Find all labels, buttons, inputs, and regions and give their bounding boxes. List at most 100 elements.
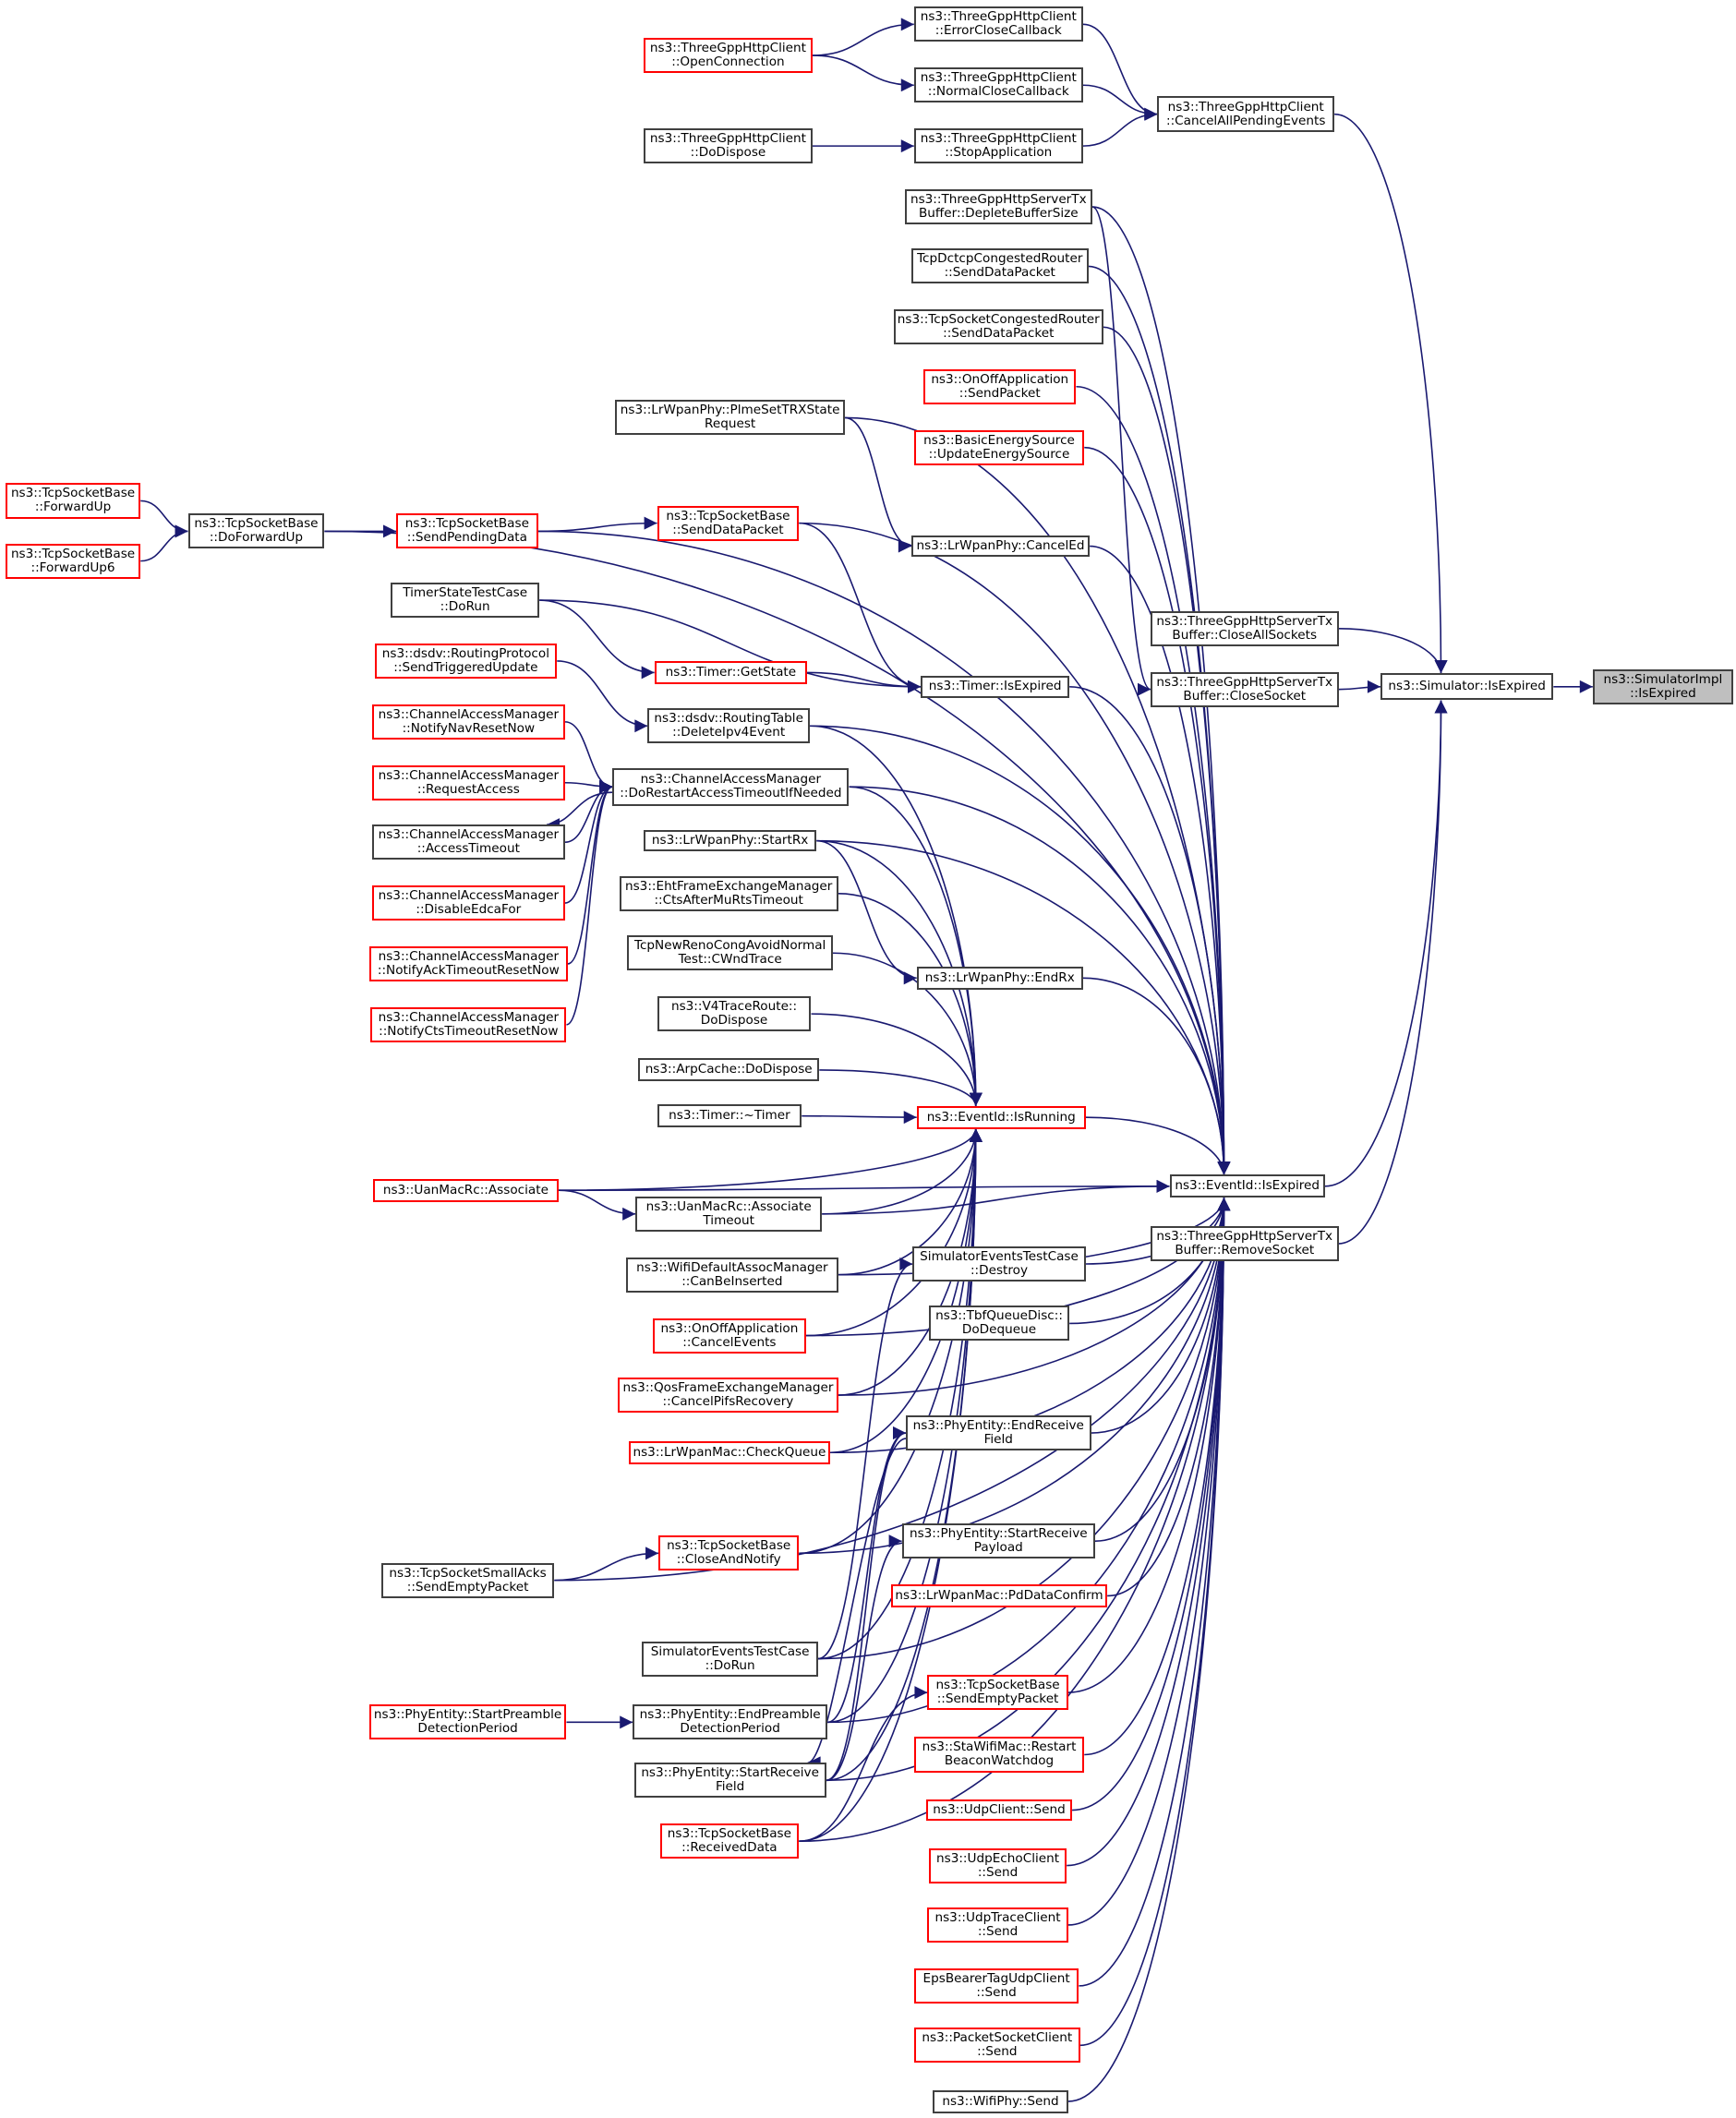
node-timer-dtor[interactable]: ns3::Timer::~Timer bbox=[657, 1104, 802, 1128]
node-label-line: ::DeleteIpv4Event bbox=[672, 725, 786, 740]
node-label-line: ns3::Timer::IsExpired bbox=[928, 679, 1062, 694]
node-arpcache-dispose[interactable]: ns3::ArpCache::DoDispose bbox=[638, 1058, 820, 1082]
node-label: ns3::ChannelAccessManager::NotifyNavRese… bbox=[378, 706, 560, 736]
edge-wifi_caninsert-to-eventid_isrunning bbox=[838, 1128, 983, 1276]
node-timerstate-dorun[interactable]: TimerStateTestCase::DoRun bbox=[391, 583, 540, 619]
node-qos-cancelpifs[interactable]: ns3::QosFrameExchangeManager::CancelPifs… bbox=[618, 1377, 838, 1414]
node-wifi-caninsert[interactable]: ns3::WifiDefaultAssocManager::CanBeInser… bbox=[625, 1257, 838, 1293]
node-label-line: ns3::PhyEntity::StartReceive bbox=[909, 1526, 1088, 1542]
node-udpclient-send[interactable]: ns3::UdpClient::Send bbox=[925, 1799, 1073, 1822]
node-cancelallpending[interactable]: ns3::ThreeGppHttpClient::CancelAllPendin… bbox=[1157, 95, 1335, 133]
node-label-line: ns3::ThreeGppHttpClient bbox=[920, 131, 1077, 147]
edge-phy_endrecvfield-to-phy_startrecvfield bbox=[807, 1438, 907, 1770]
node-lrwpanmac-checkqueue[interactable]: ns3::LrWpanMac::CheckQueue bbox=[628, 1440, 830, 1464]
node-errorclose[interactable]: ns3::ThreeGppHttpClient::ErrorCloseCallb… bbox=[913, 6, 1083, 42]
node-label-line: ns3::TcpSocketBase bbox=[10, 546, 136, 561]
node-v4trace-dispose[interactable]: ns3::V4TraceRoute::DoDispose bbox=[657, 996, 812, 1032]
node-udpecho-send[interactable]: ns3::UdpEchoClient::Send bbox=[928, 1847, 1067, 1883]
node-canceled[interactable]: ns3::LrWpanPhy::CancelEd bbox=[910, 535, 1091, 558]
node-smallacks-sendempty[interactable]: ns3::TcpSocketSmallAcks::SendEmptyPacket bbox=[380, 1562, 555, 1598]
node-timer-isexpired[interactable]: ns3::Timer::IsExpired bbox=[921, 676, 1070, 698]
node-cam-disableedca[interactable]: ns3::ChannelAccessManager::DisableEdcaFo… bbox=[371, 885, 566, 921]
node-stopapp[interactable]: ns3::ThreeGppHttpClient::StopApplication bbox=[913, 128, 1083, 164]
node-label-line: DoDequeue bbox=[961, 1322, 1037, 1338]
node-tcp-senddata[interactable]: ns3::TcpSocketBase::SendDataPacket bbox=[657, 505, 800, 541]
node-label: ns3::ChannelAccessManager::RequestAccess bbox=[379, 768, 559, 797]
node-dctcp-send[interactable]: TcpDctcpCongestedRouter::SendDataPacket bbox=[910, 248, 1089, 284]
node-energy-update[interactable]: ns3::BasicEnergySource::UpdateEnergySour… bbox=[913, 429, 1085, 465]
node-tcp-closenotify[interactable]: ns3::TcpSocketBase::CloseAndNotify bbox=[658, 1535, 800, 1571]
node-eht-cts[interactable]: ns3::EhtFrameExchangeManager::CtsAfterMu… bbox=[619, 875, 838, 911]
node-sendpending[interactable]: ns3::TcpSocketBase::SendPendingData bbox=[396, 513, 538, 549]
node-tcp-sendempty[interactable]: ns3::TcpSocketBase::SendEmptyPacket bbox=[927, 1675, 1068, 1711]
node-label-line: ns3::ChannelAccessManager bbox=[378, 827, 560, 843]
node-doforwardup[interactable]: ns3::TcpSocketBase::DoForwardUp bbox=[187, 513, 325, 549]
node-label: ns3::TcpSocketBase::DoForwardUp bbox=[194, 517, 318, 545]
node-simevents-dorun[interactable]: SimulatorEventsTestCase::DoRun bbox=[642, 1641, 818, 1677]
node-label-line: ::CancelPifsRecovery bbox=[662, 1394, 794, 1410]
node-label-line: ns3::UdpTraceClient bbox=[934, 1909, 1061, 1925]
edge-timerstate_dorun-to-timer_isexpired bbox=[539, 599, 922, 693]
node-dodispose-http[interactable]: ns3::ThreeGppHttpClient::DoDispose bbox=[643, 128, 813, 164]
node-timer-getstate[interactable]: ns3::Timer::GetState bbox=[654, 660, 808, 684]
node-label-line: ns3::ChannelAccessManager bbox=[378, 706, 560, 722]
node-tcpcong-send[interactable]: ns3::TcpSocketCongestedRouter::SendDataP… bbox=[893, 309, 1103, 345]
node-cam-ctsreset[interactable]: ns3::ChannelAccessManager::NotifyCtsTime… bbox=[370, 1006, 567, 1042]
node-label-line: ns3::ChannelAccessManager bbox=[378, 888, 560, 904]
node-uan-associate[interactable]: ns3::UanMacRc::Associate bbox=[373, 1178, 559, 1202]
node-cam-ackreset[interactable]: ns3::ChannelAccessManager::NotifyAckTime… bbox=[368, 945, 568, 981]
node-dsdv-sendtrig[interactable]: ns3::dsdv::RoutingProtocol::SendTriggere… bbox=[374, 643, 558, 679]
node-packetsocket-send[interactable]: ns3::PacketSocketClient::Send bbox=[913, 2028, 1080, 2064]
node-label-line: ::DoRun bbox=[440, 599, 490, 615]
node-forwardup6[interactable]: ns3::TcpSocketBase::ForwardUp6 bbox=[5, 543, 141, 579]
node-tbf-dequeue[interactable]: ns3::TbfQueueDisc::DoDequeue bbox=[928, 1306, 1070, 1342]
node-lrwpanmac-pddata[interactable]: ns3::LrWpanMac::PdDataConfirm bbox=[890, 1584, 1108, 1607]
node-label-line: ns3::ThreeGppHttpClient bbox=[649, 41, 806, 56]
node-label-line: ::IsExpired bbox=[1630, 685, 1696, 701]
node-forwardup[interactable]: ns3::TcpSocketBase::ForwardUp bbox=[5, 482, 141, 520]
node-cam-accesstimeout[interactable]: ns3::ChannelAccessManager::AccessTimeout bbox=[371, 824, 566, 860]
edge-simevents_dorun-to-eventid_isexpired bbox=[817, 1197, 1231, 1660]
node-tcp-receiveddata[interactable]: ns3::TcpSocketBase::ReceivedData bbox=[659, 1823, 800, 1859]
node-label-line: ns3::EhtFrameExchangeManager bbox=[624, 878, 833, 894]
node-udptrace-send[interactable]: ns3::UdpTraceClient::Send bbox=[927, 1907, 1068, 1943]
node-onoff-send[interactable]: ns3::OnOffApplication::SendPacket bbox=[923, 368, 1077, 404]
node-onoff-cancel[interactable]: ns3::OnOffApplication::CancelEvents bbox=[653, 1318, 806, 1354]
node-label-line: ns3::ThreeGppHttpServerTx bbox=[1156, 613, 1333, 629]
node-label-line: Field bbox=[983, 1432, 1013, 1448]
node-normalclose[interactable]: ns3::ThreeGppHttpClient::NormalCloseCall… bbox=[913, 67, 1083, 103]
node-label-line: ::DoForwardUp bbox=[209, 530, 304, 546]
node-wifiphy-send[interactable]: ns3::WifiPhy::Send bbox=[933, 2089, 1068, 2113]
node-cam-navreset[interactable]: ns3::ChannelAccessManager::NotifyNavRese… bbox=[371, 704, 566, 740]
edge-uan_assoctimeout-to-eventid_isrunning bbox=[822, 1128, 983, 1215]
node-openconn[interactable]: ns3::ThreeGppHttpClient::OpenConnection bbox=[643, 37, 813, 74]
node-epsbearer-send[interactable]: EpsBearerTagUdpClient::Send bbox=[913, 1968, 1079, 2004]
node-cam-request[interactable]: ns3::ChannelAccessManager::RequestAccess bbox=[371, 764, 566, 800]
node-cam-dorestart[interactable]: ns3::ChannelAccessManager::DoRestartAcce… bbox=[612, 767, 850, 806]
node-eventid-isexpired[interactable]: ns3::EventId::IsExpired bbox=[1169, 1174, 1325, 1198]
node-label-line: ::SendPacket bbox=[958, 385, 1041, 401]
node-endrx[interactable]: ns3::LrWpanPhy::EndRx bbox=[916, 966, 1083, 990]
node-label: ns3::ThreeGppHttpClient::NormalCloseCall… bbox=[921, 71, 1077, 99]
node-simulator-isexpired[interactable]: ns3::Simulator::IsExpired bbox=[1380, 673, 1554, 701]
node-simevents-destroy[interactable]: SimulatorEventsTestCase::Destroy bbox=[912, 1246, 1086, 1282]
node-label: ns3::TcpSocketSmallAcks::SendEmptyPacket bbox=[389, 1566, 546, 1595]
node-startrx[interactable]: ns3::LrWpanPhy::StartRx bbox=[643, 830, 817, 852]
node-dsdv-deleteipv4[interactable]: ns3::dsdv::RoutingTable::DeleteIpv4Event bbox=[647, 708, 811, 744]
node-eventid-isrunning[interactable]: ns3::EventId::IsRunning bbox=[916, 1105, 1086, 1129]
